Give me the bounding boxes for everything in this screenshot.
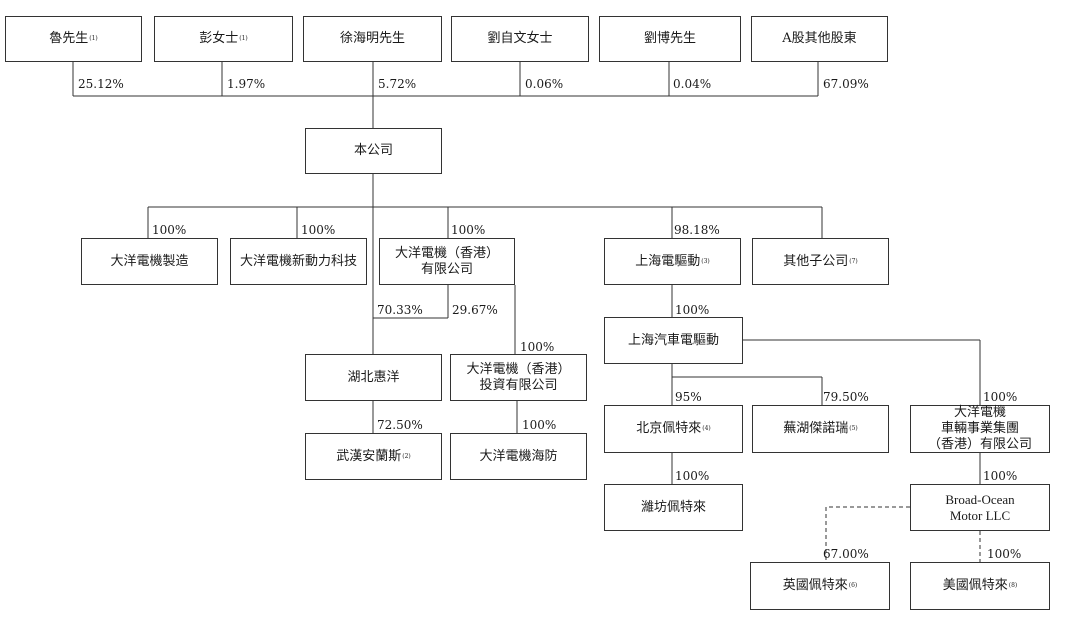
dy-manufacturing: 大洋電機製造 [81, 238, 218, 285]
pct-us-prestolite: 100% [987, 547, 1022, 561]
pct-xu: 5.72% [378, 77, 417, 91]
dy-new-power-tech: 大洋電機新動力科技 [230, 238, 367, 285]
dy-vehicle-group-hk: 大洋電機 車輛事業集團 （香港）有限公司 [910, 405, 1050, 453]
dy-hongkong-investment: 大洋電機（香港） 投資有限公司 [450, 354, 587, 401]
pct-hubei-from-dyhk: 29.67% [452, 303, 498, 317]
beijing-prestolite: 北京佩特來(4) [604, 405, 743, 453]
pct-wuhan: 72.50% [377, 418, 423, 432]
shareholder-xu: 徐海明先生 [303, 16, 442, 62]
dy-haifang: 大洋電機海防 [450, 433, 587, 480]
pct-dy-hk-investment: 100% [520, 340, 555, 354]
pct-liu-bo: 0.04% [673, 77, 712, 91]
shareholder-peng: 彭女士(1) [154, 16, 293, 62]
broad-ocean-motor-llc: Broad-Ocean Motor LLC [910, 484, 1050, 531]
pct-shanghai-auto: 100% [675, 303, 710, 317]
pct-uk-prestolite: 67.00% [823, 547, 869, 561]
pct-dy-haifang: 100% [522, 418, 557, 432]
pct-weifang: 100% [675, 469, 710, 483]
shareholder-liu-bo: 劉博先生 [599, 16, 741, 62]
shareholder-lu: 魯先生(1) [5, 16, 142, 62]
pct-hubei-from-company: 70.33% [377, 303, 423, 317]
company-node: 本公司 [305, 128, 442, 174]
pct-wuhu: 79.50% [823, 390, 869, 404]
pct-dy-hongkong: 100% [451, 223, 486, 237]
hubei-huiyang: 湖北惠洋 [305, 354, 442, 401]
pct-a-share: 67.09% [823, 77, 869, 91]
weifang-prestolite: 濰坊佩特來 [604, 484, 743, 531]
pct-peng: 1.97% [227, 77, 266, 91]
pct-shanghai-e-drive: 98.18% [674, 223, 720, 237]
pct-beijing-prestolite: 95% [675, 390, 702, 404]
wuhan-anlansi: 武漢安蘭斯(2) [305, 433, 442, 480]
pct-dy-manufacturing: 100% [152, 223, 187, 237]
pct-broad-ocean: 100% [983, 469, 1018, 483]
shanghai-e-drive: 上海電驅動(3) [604, 238, 741, 285]
shanghai-auto-e-drive: 上海汽車電驅動 [604, 317, 743, 364]
pct-lu: 25.12% [78, 77, 124, 91]
uk-prestolite: 英國佩特來(6) [750, 562, 890, 610]
wuhu-jienuorui: 蕪湖傑諾瑞(5) [752, 405, 889, 453]
other-subsidiaries: 其他子公司(7) [752, 238, 889, 285]
shareholder-a-share-others: A股其他股東 [751, 16, 888, 62]
pct-dy-new-power: 100% [301, 223, 336, 237]
shareholder-liu-ziwen: 劉自文女士 [451, 16, 589, 62]
pct-liu-ziwen: 0.06% [525, 77, 564, 91]
pct-dy-vehicle: 100% [983, 390, 1018, 404]
us-prestolite: 美國佩特來(8) [910, 562, 1050, 610]
dy-hongkong: 大洋電機（香港） 有限公司 [379, 238, 515, 285]
